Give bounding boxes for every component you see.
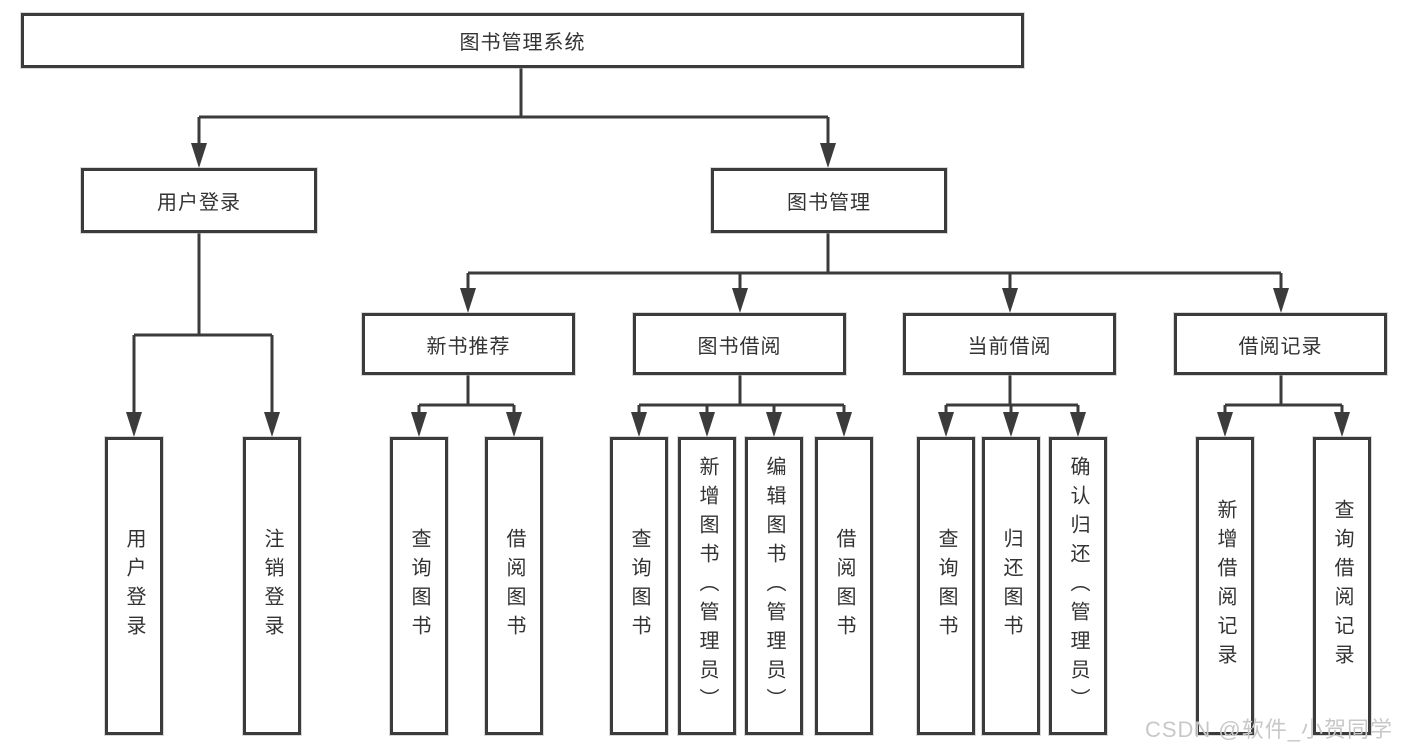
arrowhead	[1217, 412, 1233, 437]
leaf-add-borrow-record-label: 新增借阅记录	[1214, 499, 1236, 673]
leaf-query-borrow-record: 查询借阅记录	[1313, 437, 1371, 735]
arrowhead	[1273, 288, 1289, 313]
arrowhead	[506, 412, 522, 437]
leaf-query-borrow-record-label: 查询借阅记录	[1331, 499, 1353, 673]
node-book-management: 图书管理	[711, 168, 947, 233]
arrowhead	[732, 288, 748, 313]
node-user-login: 用户登录	[81, 168, 317, 233]
node-user-login-label: 用户登录	[157, 192, 241, 214]
arrowhead	[191, 143, 207, 168]
leaf-user-login: 用户登录	[105, 437, 163, 735]
node-book-management-label: 图书管理	[787, 192, 871, 214]
leaf-return-books-label: 归还图书	[1000, 528, 1022, 644]
node-book-borrow: 图书借阅	[633, 313, 846, 375]
arrowhead	[938, 412, 954, 437]
leaf-query-books-3-label: 查询图书	[935, 528, 957, 644]
leaf-query-books-1-label: 查询图书	[408, 528, 430, 644]
leaf-query-books-2: 查询图书	[610, 437, 668, 735]
connector-book-management-children	[466, 233, 1283, 291]
arrowhead	[1002, 288, 1018, 313]
leaf-borrow-books-1: 借阅图书	[485, 437, 543, 735]
connector-user-login-children	[132, 233, 274, 415]
arrowhead	[460, 288, 476, 313]
node-new-book-recommend-label: 新书推荐	[426, 335, 511, 358]
node-borrow-records: 借阅记录	[1174, 313, 1387, 375]
arrowhead	[1334, 412, 1350, 437]
leaf-query-books-2-label: 查询图书	[628, 528, 650, 644]
leaf-return-books: 归还图书	[982, 437, 1040, 735]
node-root-label: 图书管理系统	[459, 32, 586, 54]
arrowhead	[836, 412, 852, 437]
arrowhead	[1003, 412, 1019, 437]
leaf-confirm-return-admin-label: 确认归还（管理员）	[1067, 455, 1089, 717]
leaf-confirm-return-admin: 确认归还（管理员）	[1049, 437, 1107, 735]
connector-current-borrow-children	[944, 375, 1080, 415]
arrowhead	[264, 412, 280, 437]
leaf-edit-books-admin: 编辑图书（管理员）	[745, 437, 803, 735]
arrowhead	[820, 143, 836, 168]
node-borrow-records-label: 借阅记录	[1238, 335, 1323, 358]
node-new-book-recommend: 新书推荐	[362, 313, 575, 375]
connector-book-borrow-children	[637, 375, 846, 415]
connector-borrow-records-children	[1223, 375, 1344, 415]
leaf-borrow-books-2-label: 借阅图书	[833, 528, 855, 644]
node-root: 图书管理系统	[21, 13, 1024, 68]
leaf-logout: 注销登录	[243, 437, 301, 735]
arrowhead	[699, 412, 715, 437]
arrowhead	[631, 412, 647, 437]
arrowhead	[126, 412, 142, 437]
watermark-text: CSDN @软件_小贺同学	[1144, 717, 1393, 742]
leaf-borrow-books-2: 借阅图书	[815, 437, 873, 735]
leaf-add-books-admin-label: 新增图书（管理员）	[696, 455, 718, 717]
arrowhead	[766, 412, 782, 437]
leaf-query-books-1: 查询图书	[390, 437, 448, 735]
leaf-add-books-admin: 新增图书（管理员）	[678, 437, 736, 735]
node-current-borrow-label: 当前借阅	[967, 335, 1052, 358]
node-current-borrow: 当前借阅	[903, 313, 1116, 375]
leaf-add-borrow-record: 新增借阅记录	[1196, 437, 1254, 735]
leaf-user-login-label: 用户登录	[123, 528, 145, 644]
leaf-borrow-books-1-label: 借阅图书	[503, 528, 525, 644]
connector-root-to-level2	[197, 68, 830, 146]
leaf-query-books-3: 查询图书	[917, 437, 975, 735]
leaf-edit-books-admin-label: 编辑图书（管理员）	[763, 455, 785, 717]
arrowhead	[1070, 412, 1086, 437]
connector-new-book-children	[417, 375, 516, 415]
leaf-logout-label: 注销登录	[261, 528, 283, 644]
arrowhead	[411, 412, 427, 437]
node-book-borrow-label: 图书借阅	[697, 335, 782, 358]
